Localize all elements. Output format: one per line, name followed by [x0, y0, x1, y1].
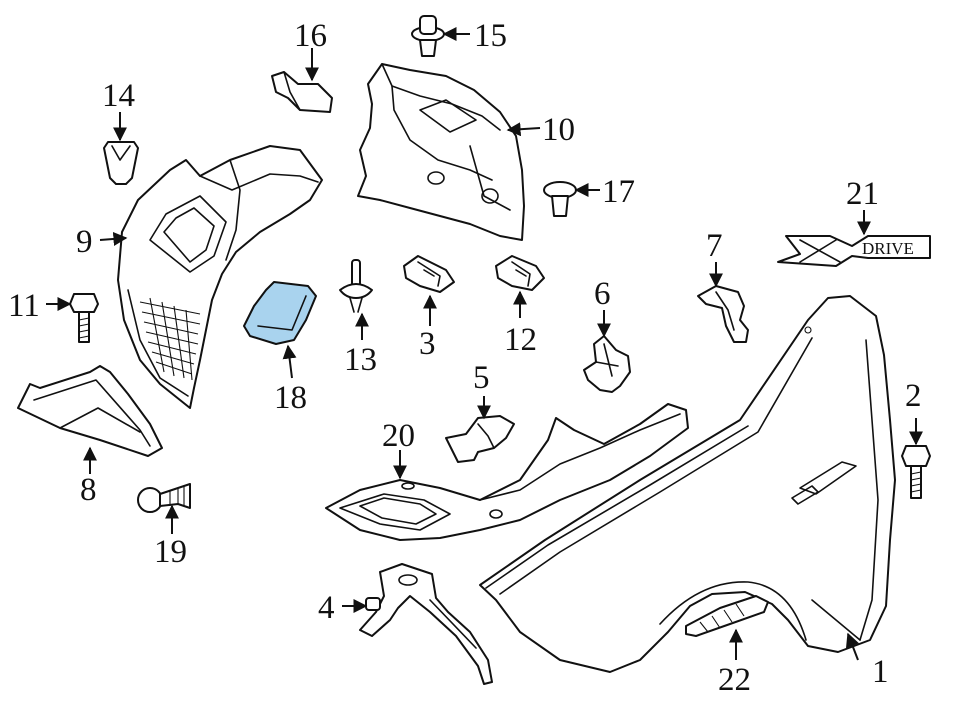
part-6-bracket[interactable]: [583, 335, 631, 393]
callout-12: 12: [504, 322, 537, 358]
emblem-text: DRIVE: [862, 239, 914, 258]
callout-9: 9: [76, 224, 93, 260]
part-13-pin[interactable]: [339, 259, 373, 313]
part-12-clip[interactable]: [495, 255, 545, 291]
part-21-emblem[interactable]: DRIVE: [777, 235, 931, 267]
part-7-bracket[interactable]: [697, 285, 749, 343]
callout-6: 6: [594, 276, 611, 312]
callout-3: 3: [419, 326, 436, 362]
part-5-clip[interactable]: [445, 415, 515, 463]
part-2-bolt[interactable]: [901, 445, 931, 499]
callout-14: 14: [102, 78, 135, 114]
part-11-bolt[interactable]: [69, 293, 99, 343]
part-15-rivet[interactable]: [411, 15, 445, 57]
callout-20: 20: [382, 418, 415, 454]
part-16-bracket[interactable]: [271, 71, 333, 113]
callout-11: 11: [8, 288, 40, 324]
callout-4: 4: [318, 590, 335, 626]
callout-labels: 1 2 3 4 5 6 7 8 9 10 11 12 13 14 15 16 1…: [8, 18, 922, 698]
callout-2: 2: [905, 378, 922, 414]
part-1-fender[interactable]: [479, 295, 896, 673]
part-22-marker[interactable]: [685, 595, 769, 637]
callout-1: 1: [872, 654, 889, 690]
callout-19: 19: [154, 534, 187, 570]
part-17-rivet[interactable]: [543, 181, 577, 217]
leader-lines: [46, 27, 923, 661]
part-10-panel[interactable]: [357, 63, 525, 241]
callout-22: 22: [718, 662, 751, 698]
part-4-bracket[interactable]: [359, 563, 493, 685]
callout-7: 7: [706, 228, 723, 264]
part-18-cover[interactable]: [243, 281, 317, 345]
callout-16: 16: [294, 18, 327, 54]
callout-17: 17: [602, 174, 635, 210]
callout-5: 5: [473, 360, 490, 396]
part-9-liner[interactable]: [117, 145, 323, 409]
callout-10: 10: [542, 112, 575, 148]
part-14-nut[interactable]: [103, 141, 139, 185]
callout-18: 18: [274, 380, 307, 416]
callout-8: 8: [80, 472, 97, 508]
part-20-panel[interactable]: [325, 403, 689, 541]
callout-15: 15: [474, 18, 507, 54]
part-8-panel[interactable]: [17, 365, 163, 457]
part-3-clip[interactable]: [403, 255, 455, 293]
callout-21: 21: [846, 176, 879, 212]
part-19-screw[interactable]: [137, 483, 191, 513]
callout-13: 13: [344, 342, 377, 378]
